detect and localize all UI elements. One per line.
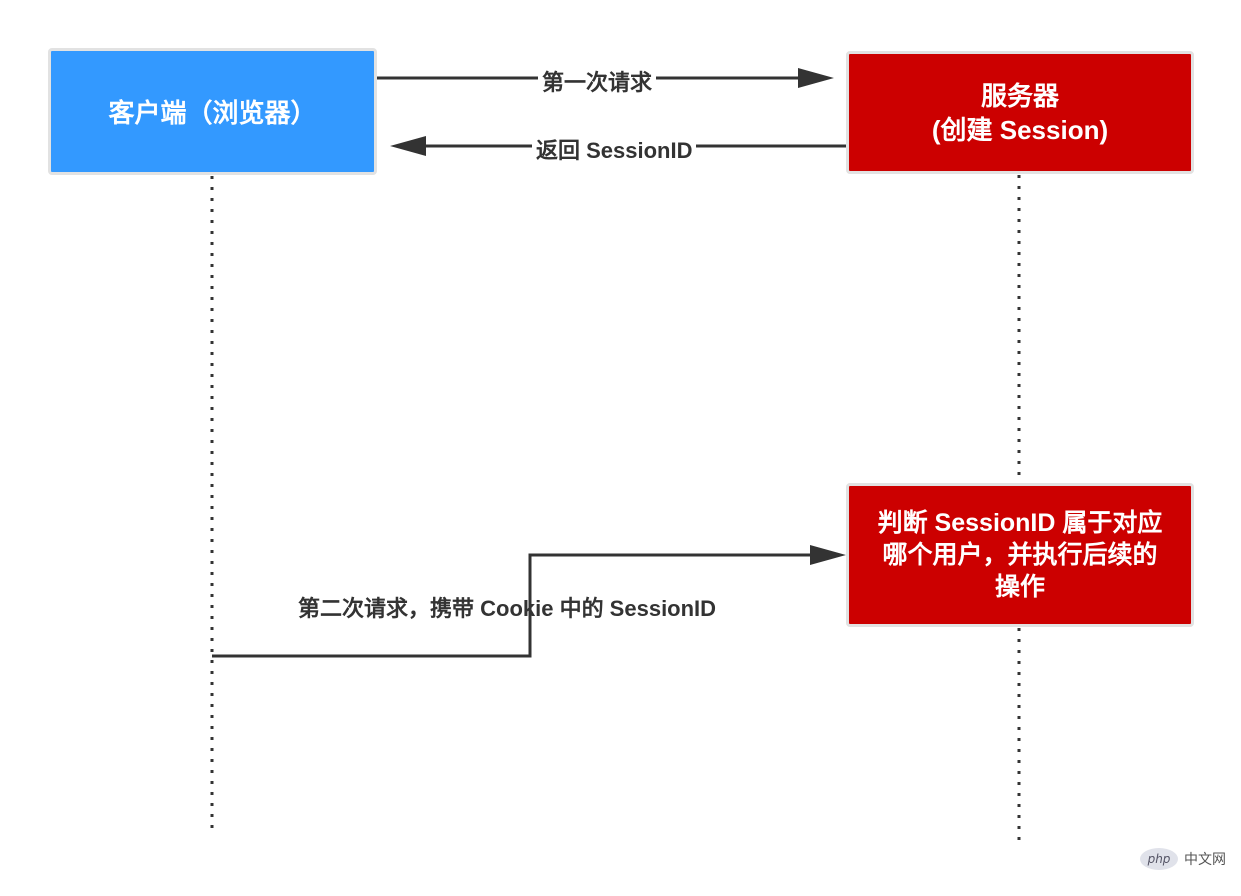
watermark-site-text: 中文网 xyxy=(1184,851,1226,867)
second-request-arrow xyxy=(212,545,846,658)
client-box: 客户端（浏览器） xyxy=(48,48,377,175)
php-logo-icon: php xyxy=(1140,848,1178,870)
return-sessionid-label: 返回 SessionID xyxy=(532,138,697,164)
first-request-label: 第一次请求 xyxy=(538,70,657,96)
server-box: 服务器 (创建 Session) xyxy=(846,51,1194,174)
judge-box: 判断 SessionID 属于对应哪个用户，并执行后续的操作 xyxy=(846,483,1194,627)
server-box-title: 服务器 xyxy=(980,80,1059,111)
client-box-label: 客户端（浏览器） xyxy=(108,98,317,128)
second-request-label: 第二次请求，携带 Cookie 中的 SessionID xyxy=(298,596,717,621)
watermark: php 中文网 xyxy=(1140,848,1226,870)
judge-box-label: 判断 SessionID 属于对应哪个用户，并执行后续的操作 xyxy=(877,509,1163,601)
server-box-subtitle: (创建 Session) xyxy=(931,114,1109,145)
